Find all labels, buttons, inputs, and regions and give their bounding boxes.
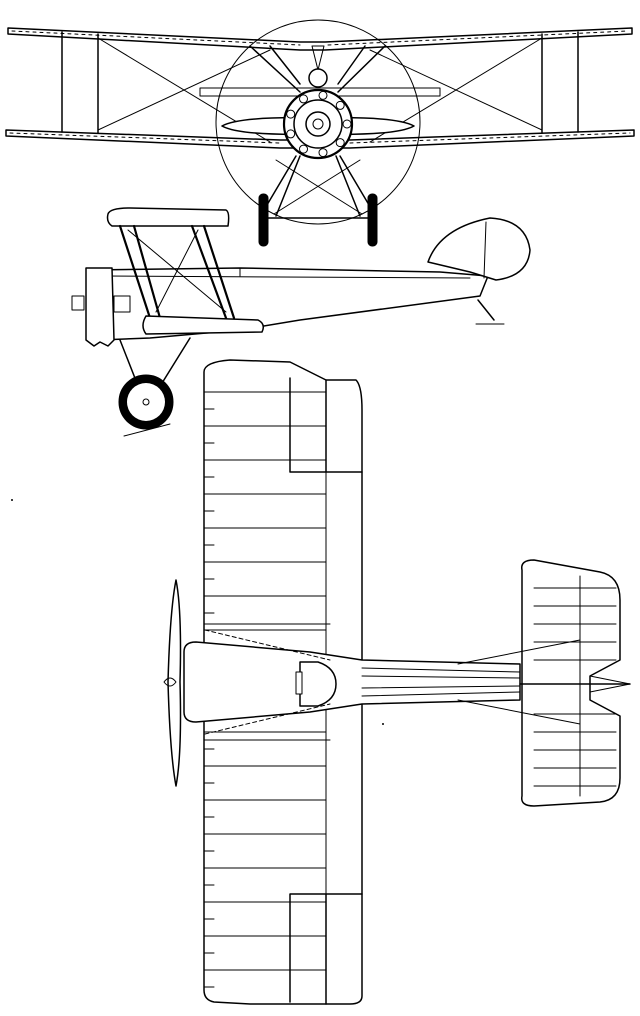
side-engine — [85, 267, 115, 347]
top-stabilizer — [521, 559, 621, 807]
cylinder — [286, 109, 296, 119]
side-propeller-hub — [71, 295, 85, 311]
front-left-wheel — [258, 193, 269, 247]
top-aileron-left — [289, 377, 363, 473]
stabilizer-ribs — [533, 587, 617, 787]
front-undercarriage — [258, 155, 378, 247]
side-panel — [113, 295, 131, 313]
engine-cylinders — [286, 90, 352, 158]
top-view — [11, 359, 631, 1005]
cylinder — [335, 138, 345, 148]
side-rudder — [427, 217, 531, 281]
front-interplane-struts — [61, 31, 579, 143]
top-cockpit — [299, 661, 337, 707]
tail-skid — [477, 299, 495, 321]
cylinder — [286, 129, 296, 139]
front-view — [5, 19, 635, 247]
cylinder — [318, 148, 328, 158]
front-upper-wing — [7, 27, 633, 51]
cylinder — [299, 94, 308, 104]
cylinder — [299, 144, 308, 154]
side-view — [71, 207, 531, 437]
front-right-wheel — [367, 193, 378, 247]
top-propeller — [167, 579, 182, 787]
side-upper-wing — [106, 207, 230, 227]
front-fin — [311, 45, 325, 71]
wing-ribs — [203, 391, 327, 988]
side-lower-wing — [142, 315, 265, 335]
top-aileron-right — [289, 893, 363, 1003]
cylinder — [318, 90, 328, 100]
propeller-hub — [305, 111, 331, 137]
top-fuselage — [183, 641, 521, 723]
front-tailplane — [199, 87, 441, 97]
cylinder — [335, 100, 345, 110]
top-windscreen — [295, 671, 303, 695]
pilot-head — [308, 68, 328, 88]
cylinder — [342, 119, 352, 129]
front-cabane — [249, 45, 386, 93]
propeller-disc — [215, 19, 421, 225]
